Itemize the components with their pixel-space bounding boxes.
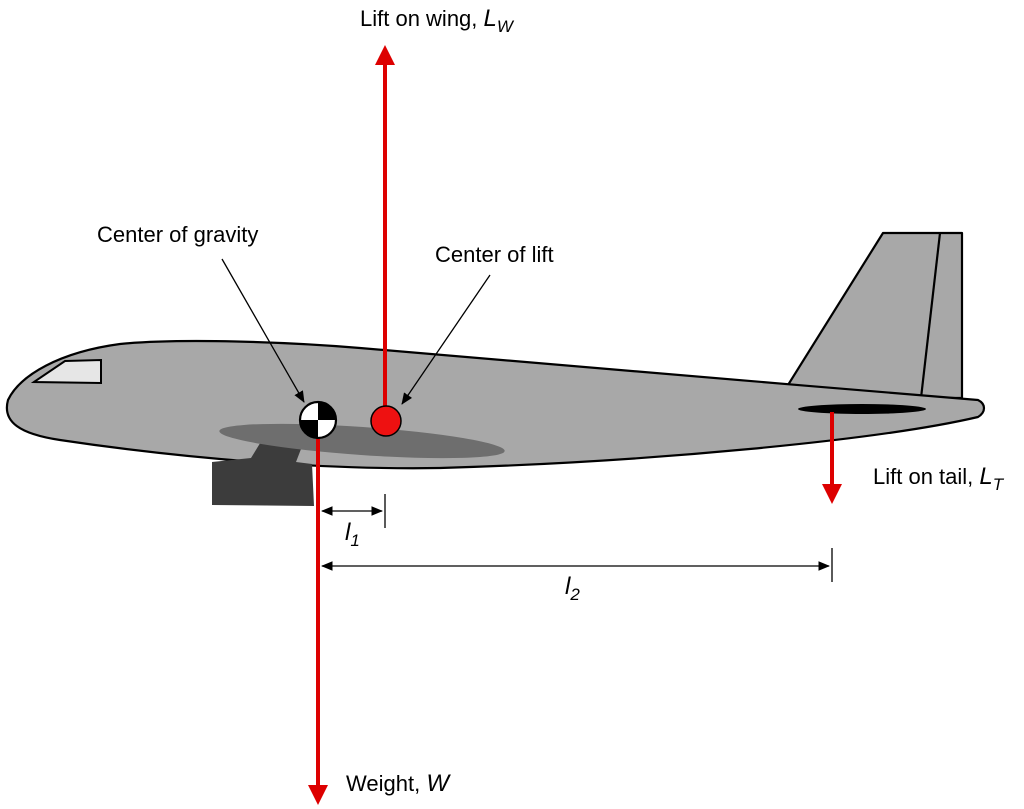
label-lift-on-tail: Lift on tail, LT	[873, 463, 1005, 494]
rudder-line	[919, 232, 942, 399]
center-of-lift-pointer	[401, 274, 491, 405]
label-center-of-lift: Center of lift	[435, 242, 554, 267]
label-l1: l1	[345, 519, 360, 550]
cg-pointer	[221, 258, 305, 403]
landing-gear	[212, 436, 314, 506]
label-lift-on-wing: Lift on wing, LW	[360, 5, 515, 36]
horizontal-stabilizer	[798, 404, 926, 414]
cockpit-window	[30, 358, 102, 385]
label-center-of-gravity: Center of gravity	[97, 222, 258, 247]
label-weight: Weight, W	[346, 770, 451, 797]
red-dot-icon	[370, 405, 402, 437]
cg-symbol-icon	[298, 400, 338, 440]
wing-shadow	[219, 423, 505, 459]
label-l2: l2	[565, 573, 580, 604]
vertical-stabilizer	[786, 231, 964, 400]
